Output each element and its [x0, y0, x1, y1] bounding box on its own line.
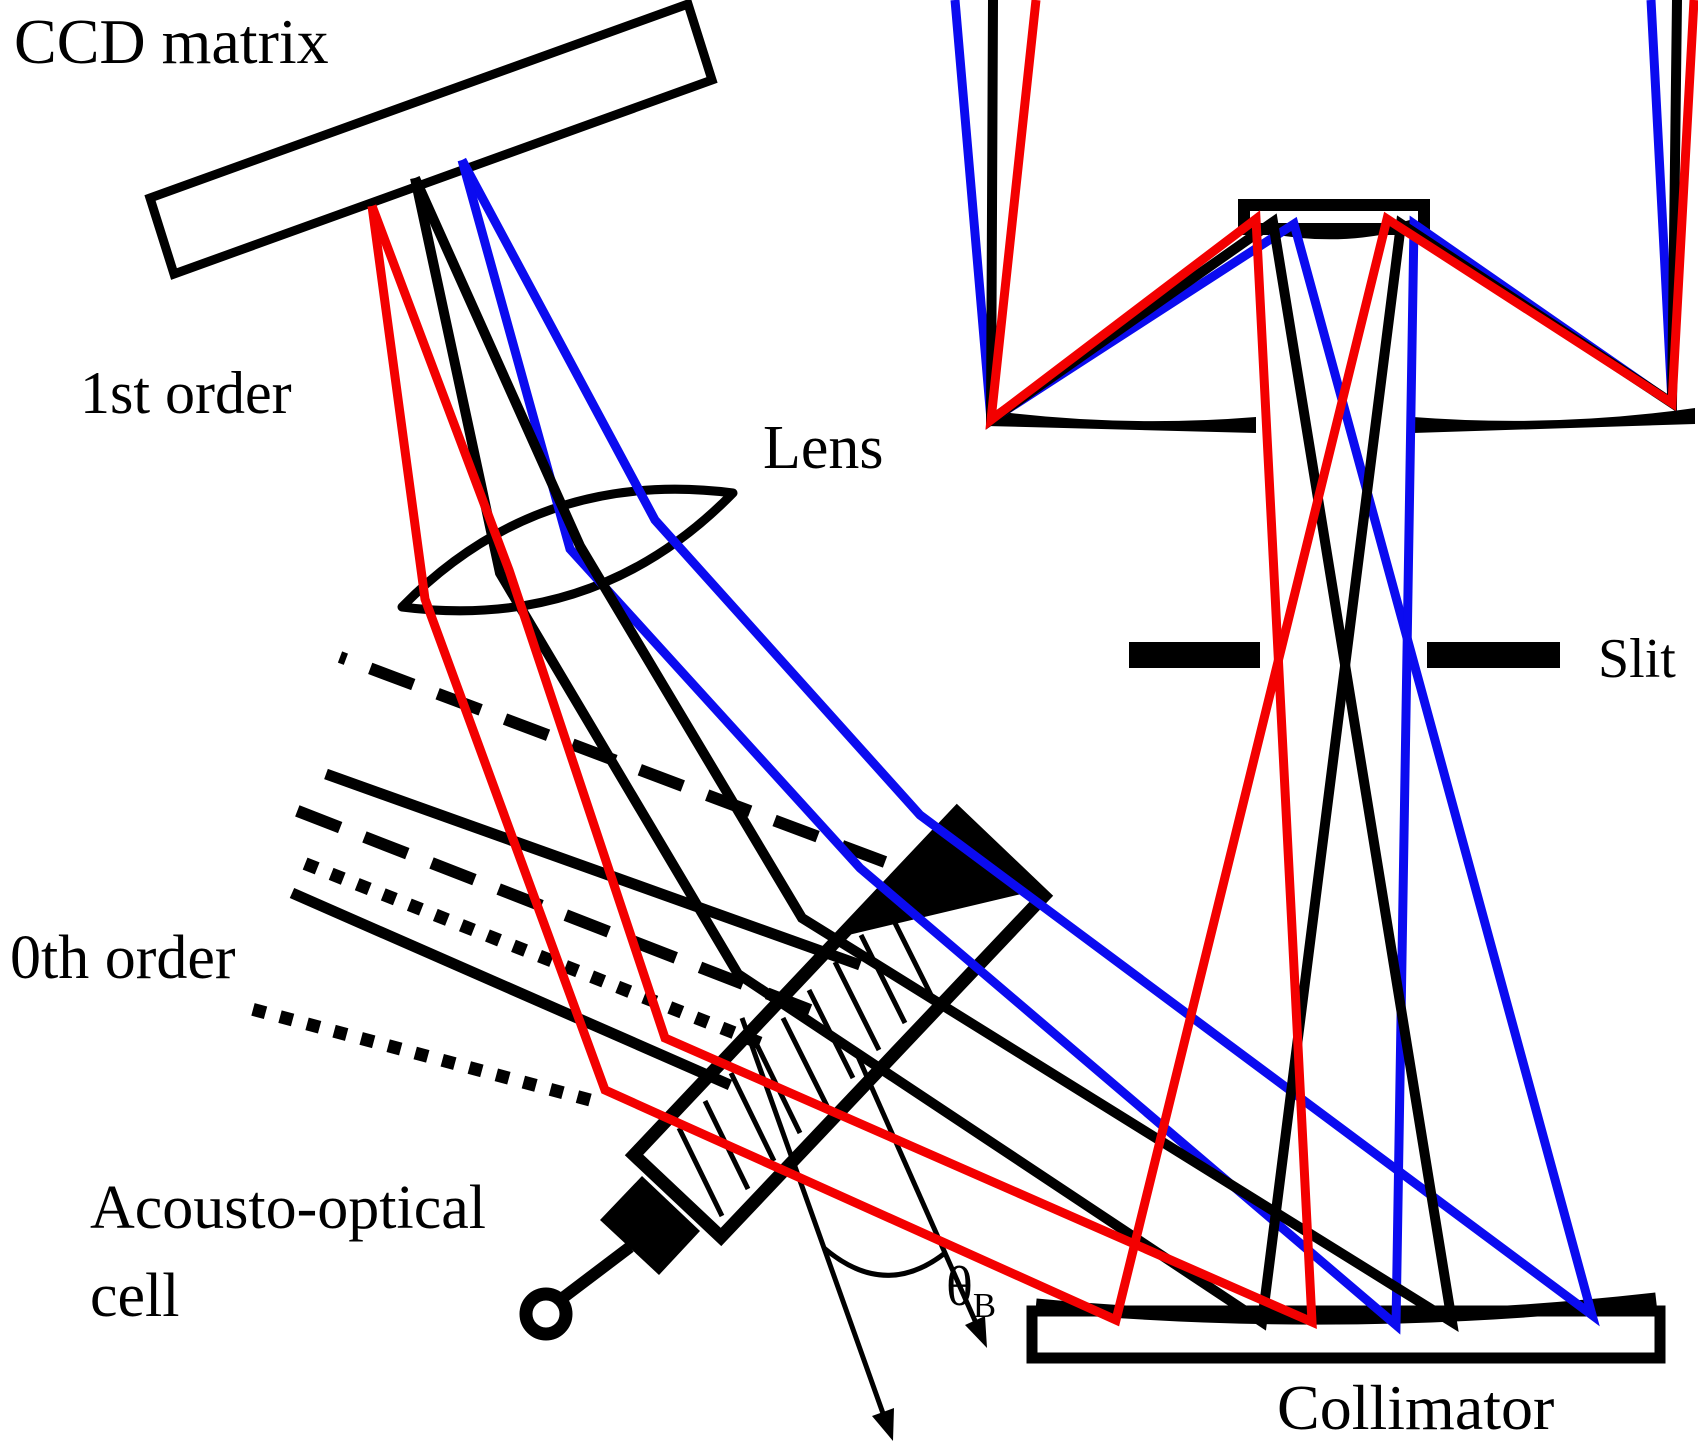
- label-lens: Lens: [763, 414, 884, 482]
- ao-cell-wavefront-hatch-7: [858, 933, 908, 1025]
- left-mirror-shape: [986, 410, 1256, 433]
- slit-right-bar: [1427, 642, 1560, 668]
- ao-cell-wavefront-hatch-6: [832, 960, 882, 1052]
- slit-left-bar: [1129, 642, 1260, 668]
- ao-cell-body: [624, 803, 1054, 1247]
- zeroth-solid-upper: [324, 768, 862, 971]
- bragg-angle-arrowhead-1: [872, 1408, 894, 1441]
- right-mirror-shape: [1413, 408, 1695, 433]
- ao-cell-wavefront-hatch-0: [676, 1126, 725, 1218]
- label-1st-order: 1st order: [80, 360, 292, 426]
- bragg-angle-arrowhead-2: [965, 1316, 987, 1348]
- ao-cell-absorber: [840, 813, 1038, 937]
- ccd-matrix-shape: [144, 0, 718, 280]
- bragg-angle-arc: [822, 1246, 947, 1278]
- label-ao-cell-line2: cell: [90, 1262, 180, 1330]
- ao-cell-rf-terminal: [519, 1287, 573, 1341]
- bragg-angle-line-2: [853, 1050, 987, 1343]
- ray-red-right: [367, 0, 1698, 1327]
- ao-cell-wavefront-hatch-2: [728, 1071, 777, 1163]
- zeroth-solid-lower: [289, 887, 733, 1091]
- ao-cell-transducer: [600, 1176, 700, 1275]
- ray-black-left: [410, 0, 1459, 1333]
- label-ao-cell-line1: Acousto-optical: [90, 1174, 487, 1242]
- label-slit: Slit: [1598, 628, 1676, 690]
- label-collimator: Collimator: [1277, 1372, 1555, 1443]
- collimator-surface: [1035, 1292, 1657, 1325]
- ray-red-left: [367, 0, 1317, 1330]
- zeroth-dotted-lower: [246, 1001, 592, 1107]
- ao-cell-wavefront-hatch-4: [780, 1016, 830, 1108]
- ao-cell-rf-lead: [556, 1242, 634, 1305]
- label-bragg-angle: θB: [946, 1256, 996, 1326]
- label-ccd-matrix: CCD matrix: [14, 6, 329, 77]
- label-0th-order: 0th order: [10, 924, 236, 992]
- zeroth-dashed-lower: [292, 804, 813, 1016]
